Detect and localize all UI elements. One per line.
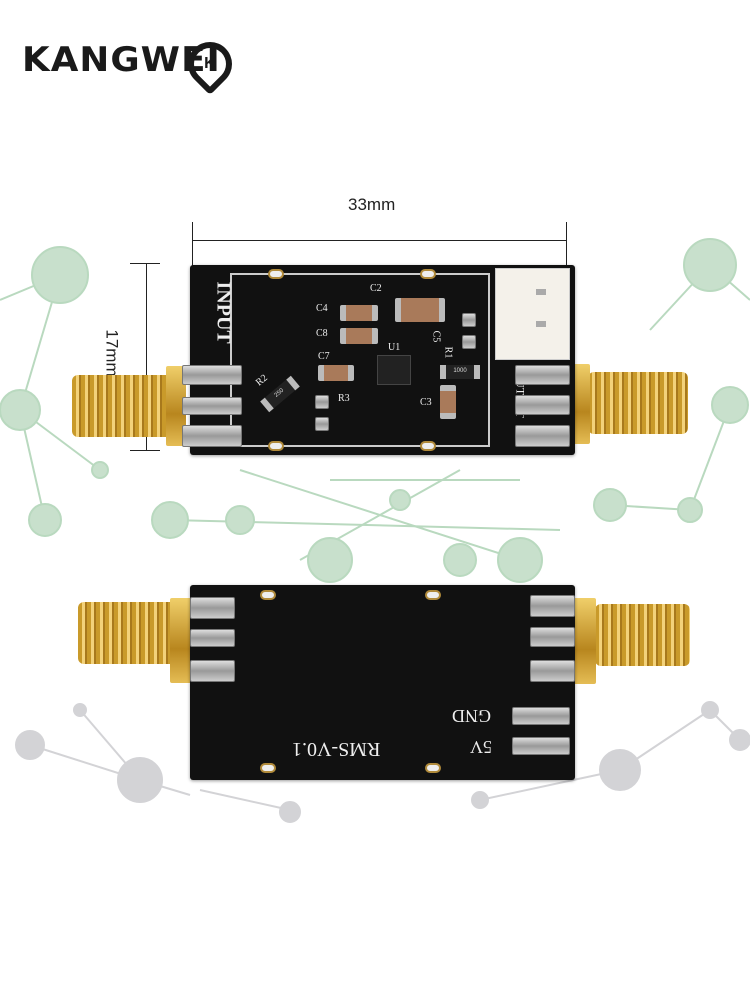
capacitor-c7 (318, 365, 354, 381)
label-c3: C3 (420, 397, 432, 408)
output-sma-flange-bottom (572, 598, 596, 684)
brand-logo: KANGWEI (22, 40, 221, 80)
input-sma-connector (72, 375, 172, 437)
version-label: RMS-V0.1 (292, 738, 381, 760)
output-pad (515, 425, 570, 447)
width-dimension-line (192, 240, 567, 241)
height-tick-top (130, 263, 160, 264)
height-dimension-line (146, 263, 147, 451)
capacitor-c2 (395, 298, 445, 322)
output-pad (515, 365, 570, 385)
output-sma-connector-bottom (595, 604, 690, 666)
mounting-slot (425, 763, 441, 773)
resistor-pad (462, 313, 476, 327)
input-sma-flange (166, 366, 186, 446)
input-sma-flange-bottom (170, 598, 192, 683)
resistor-pad (462, 335, 476, 349)
5v-label: 5V (470, 737, 492, 757)
output-pad (530, 627, 575, 647)
input-pad (190, 660, 235, 682)
mounting-slot (420, 441, 436, 451)
input-pad (182, 397, 242, 415)
label-u1: U1 (388, 342, 401, 353)
header-pin (536, 321, 546, 327)
width-tick-right (566, 222, 567, 266)
mounting-slot (425, 590, 441, 600)
bottom-pcb: GND 5V RMS-V0.1 (190, 585, 575, 780)
resistor-r1: 1000 (440, 365, 480, 379)
power-header-connector (495, 268, 570, 360)
gnd-pad (512, 707, 570, 725)
input-label: INPUT (212, 281, 235, 344)
output-pad (530, 595, 575, 617)
input-pad (190, 629, 235, 647)
label-r3: R3 (338, 393, 350, 404)
chip-u1 (377, 355, 411, 385)
height-dimension-label: 17mm (102, 329, 122, 377)
5v-pad (512, 737, 570, 755)
mounting-slot (268, 269, 284, 279)
silkscreen-outline (230, 273, 490, 447)
label-r1: R1 (442, 346, 454, 359)
output-pad (515, 395, 570, 415)
mounting-slot (420, 269, 436, 279)
capacitor-c4 (340, 305, 378, 321)
width-dimension-label: 33mm (348, 195, 396, 214)
resistor-r3-pad (315, 417, 329, 431)
mounting-slot (260, 590, 276, 600)
input-pad (182, 365, 242, 385)
mounting-slot (260, 763, 276, 773)
label-c2: C2 (370, 283, 382, 294)
mounting-slot (268, 441, 284, 451)
height-tick-bottom (130, 450, 160, 451)
capacitor-c3 (440, 385, 456, 419)
input-pad (190, 597, 235, 619)
input-pad (182, 425, 242, 447)
label-c5: C5 (430, 330, 442, 343)
width-tick-left (192, 222, 193, 266)
capacitor-c8 (340, 328, 378, 344)
output-pad (530, 660, 575, 682)
resistor-r3-pad (315, 395, 329, 409)
gnd-label: GND (452, 706, 491, 726)
label-c4: C4 (316, 303, 328, 314)
output-sma-connector (588, 372, 688, 434)
label-c7: C7 (318, 351, 330, 362)
label-c8: C8 (316, 328, 328, 339)
input-sma-connector-bottom (78, 602, 178, 664)
header-pin (536, 289, 546, 295)
